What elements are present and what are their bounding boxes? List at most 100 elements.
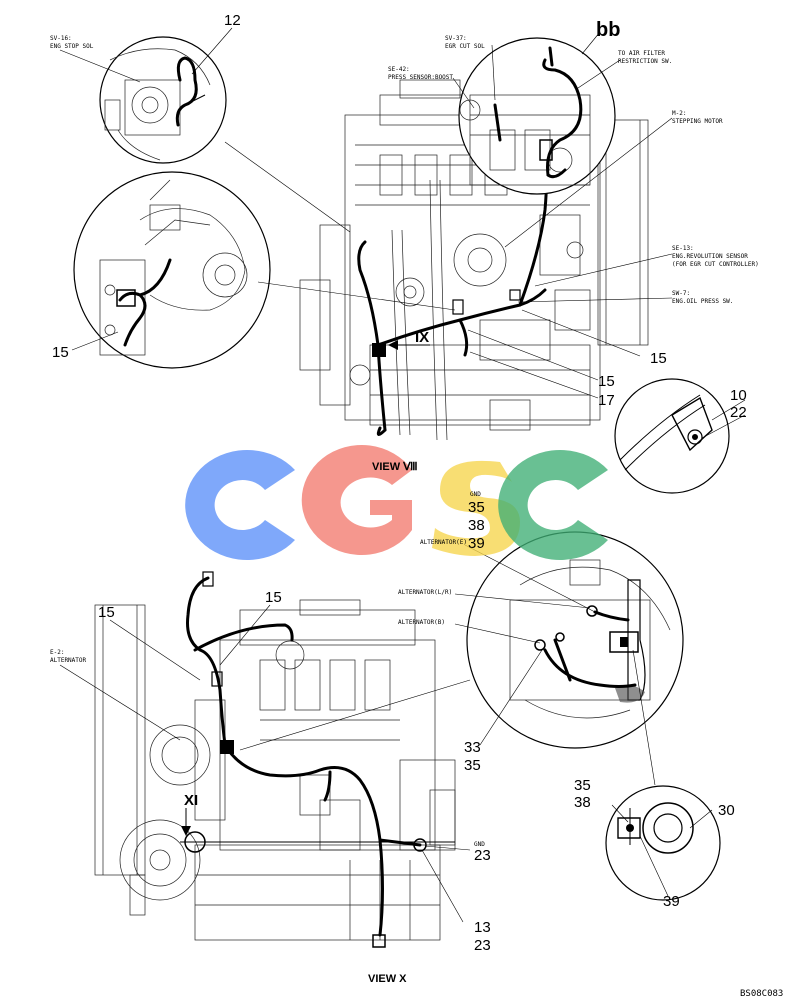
detail-left-connector [73,171,271,369]
callout-35-right: 35 [574,777,591,794]
view-x-label: VIEW X [368,973,407,985]
component-labels: SV-16: ENG STOP SOL SV-37: EGR CUT SOL S… [50,35,759,848]
view-labels: VIEW Ⅷ IX VIEW X XI BS08C083 [184,329,783,999]
callout-23-top: 23 [474,847,491,864]
detail-eng-stop-sol [99,36,227,164]
leader-bb [581,31,601,55]
callout-35-top: 35 [468,499,485,516]
callout-numbers: 12 bb 15 15 15 17 10 22 35 38 39 15 15 3… [52,12,747,954]
view-ix-arrow [388,340,430,350]
bottom-harness [180,571,455,948]
view-xi-label: XI [184,792,198,809]
figure-code: BS08C083 [740,989,783,999]
callout-15-left: 15 [52,344,69,361]
leader-22 [701,414,746,439]
label-gnd-top: GND [470,491,481,498]
label-se13-desc: ENG.REVOLUTION SENSOR [672,253,748,260]
leader-se42 [452,77,475,109]
callout-39-top: 39 [468,535,485,552]
callout-bb: bb [596,19,620,41]
detail-clamp-10 [614,378,730,494]
leader-33 [479,649,543,746]
callout-38-top: 38 [468,517,485,534]
callout-15-bottom-2: 15 [265,589,282,606]
leader-15-r1 [521,309,641,357]
leader-30 [689,809,713,829]
label-sv16-code: SV-16: [50,35,72,42]
leader-sv37 [491,44,496,101]
label-air-filter-1: TO AIR FILTER [618,50,665,57]
label-alt-e: ALTERNATOR(E) [420,539,467,546]
label-m2-desc: STEPPING MOTOR [672,118,723,125]
callout-38-right: 38 [574,794,591,811]
watermark-letter-c1 [185,450,295,560]
callout-33: 33 [464,739,481,756]
callout-15-right-1: 15 [650,350,667,367]
label-sw7-code: SW-7: [672,290,690,297]
leader-alt-b [454,623,541,644]
callout-23-bottom: 23 [474,937,491,954]
callout-15-right-2: 15 [598,373,615,390]
detail-bb [458,37,616,195]
watermark-letter-c2 [498,449,608,560]
leader-sv16 [59,49,141,83]
leader-alt-engine [239,679,471,751]
view-xi-arrow [181,808,191,836]
top-harness [357,158,548,436]
label-sw7-desc: ENG.OIL PRESS SW. [672,298,733,305]
callout-15-bottom-1: 15 [98,604,115,621]
leader-15-r2 [467,329,599,381]
label-gnd-bottom: GND [474,841,485,848]
label-sv16-desc: ENG STOP SOL [50,43,94,50]
view-viii-label: VIEW Ⅷ [372,461,418,473]
label-se13-code: SE-13: [672,245,694,252]
leader-sw7 [517,297,673,303]
label-se42-code: SE-42: [388,66,410,73]
leader-15-left [71,331,119,351]
leader-15-b1 [109,619,201,681]
bottom-engine-drawing [94,599,456,941]
leader-air-filter [577,59,621,89]
view-ix-label: IX [415,329,429,346]
callout-13: 13 [474,919,491,936]
leader-13 [421,849,464,923]
callout-22: 22 [730,404,747,421]
leader-12 [191,27,233,75]
leader-10 [711,399,746,421]
callout-39-right: 39 [663,893,680,910]
watermark-letter-s [432,460,520,556]
detail-ring-terminal [605,785,721,901]
leader-se13 [534,253,673,287]
leader-sv16-engine [224,141,351,233]
callout-35-mid: 35 [464,757,481,774]
label-e2-code: E-2: [50,649,64,656]
watermark-cgsc [185,444,608,560]
callout-12: 12 [224,12,241,29]
watermark-letter-g [301,444,412,555]
label-alt-b: ALTERNATOR(B) [398,619,445,626]
label-alt-lr: ALTERNATOR(L/R) [398,589,452,596]
label-e2-desc: ALTERNATOR [50,657,87,664]
callout-10: 10 [730,387,747,404]
callout-17: 17 [598,392,615,409]
label-sv37-desc: EGR CUT SOL [445,43,485,50]
label-air-filter-2: RESTRICTION SW. [618,58,672,65]
callout-30: 30 [718,802,735,819]
leader-39c [639,835,669,897]
leader-m2 [504,117,673,248]
leader-38c [611,804,629,823]
leader-alt-lower [632,649,656,786]
leader-15-b2 [219,604,271,666]
leader-alt-lr [454,593,591,609]
leader-left-detail [257,281,456,311]
label-se42-desc: PRESS SENSOR:BOOST [388,74,453,81]
label-m2-code: M-2: [672,110,686,117]
label-sv37-code: SV-37: [445,35,467,42]
leader-e2 [59,664,181,741]
label-se13-desc2: (FOR EGR CUT CONTROLLER) [672,261,759,268]
leader-alt-e [464,544,596,613]
leader-17 [469,351,599,399]
leader-23a [424,845,471,851]
